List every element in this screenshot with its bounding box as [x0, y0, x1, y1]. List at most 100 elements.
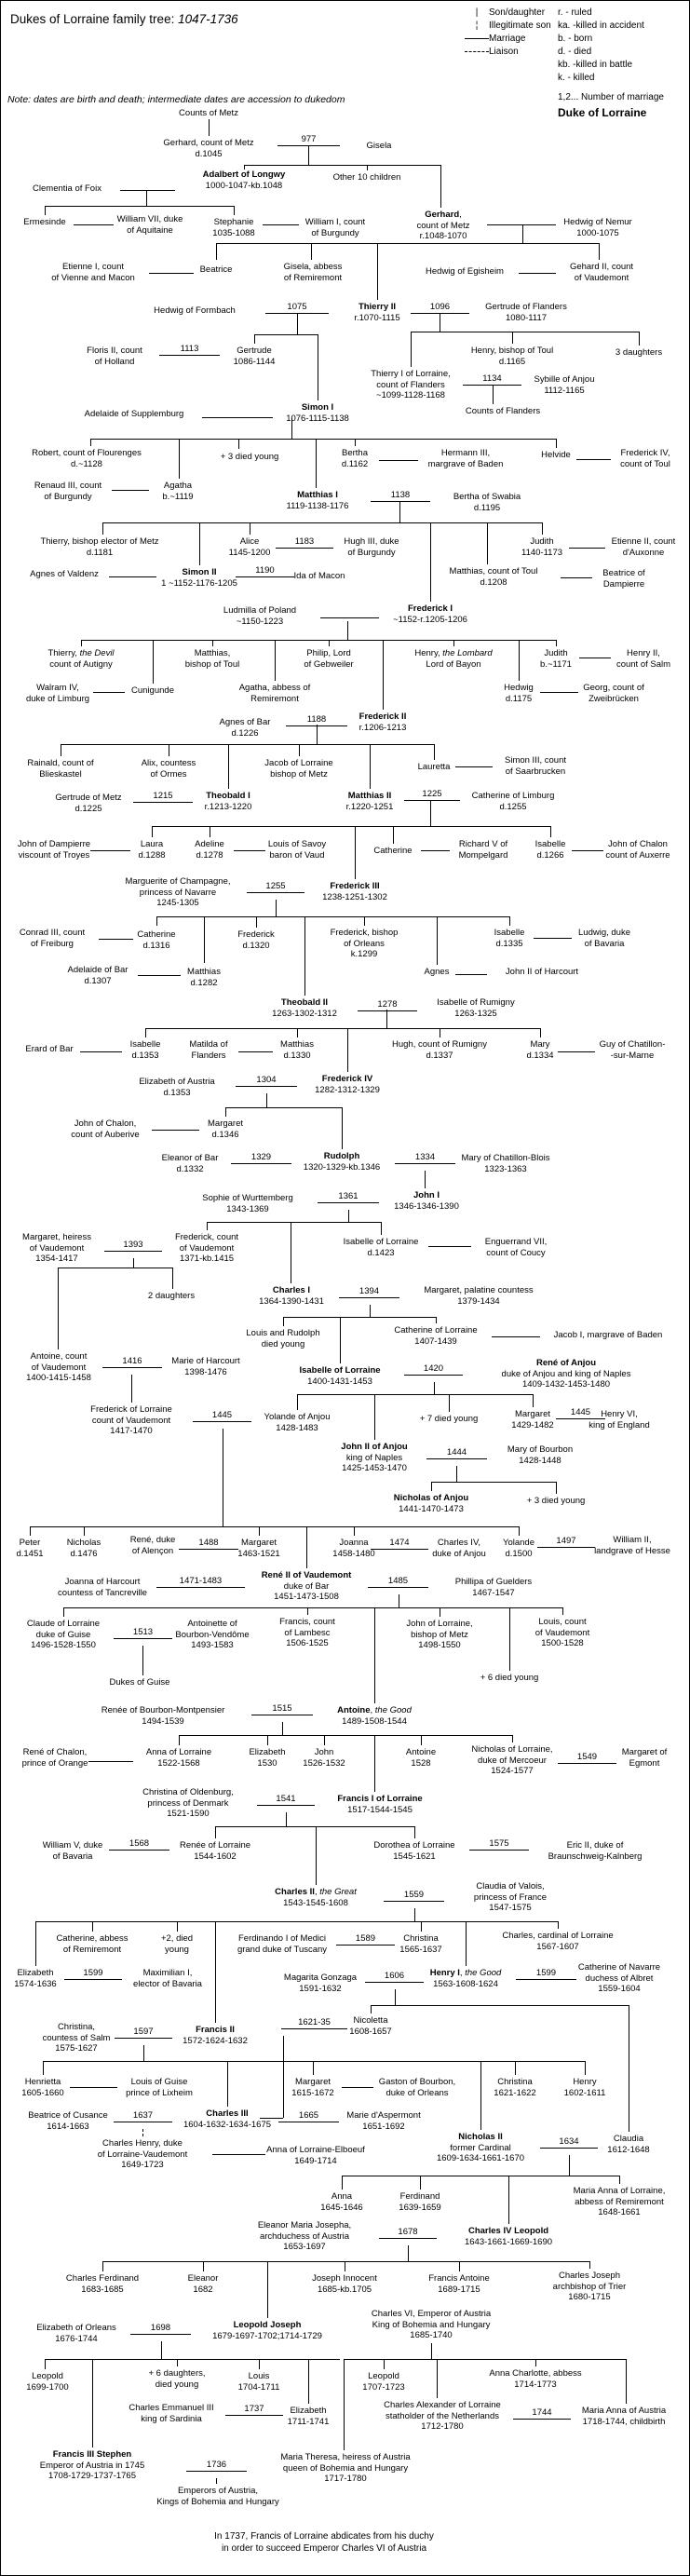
marriage-year-label: 1183 [292, 536, 317, 547]
person-node: Henry VI,king of England [589, 1409, 650, 1430]
child-tick [384, 2359, 385, 2369]
descent-line [131, 1375, 132, 1403]
descent-line [430, 801, 431, 826]
person-node: Christina of Oldenburg,princess of Denma… [142, 1787, 234, 1819]
child-tick [436, 1317, 437, 1323]
person-node: Adelaide of Supplemburg [84, 409, 184, 419]
sibling-bar [63, 1607, 562, 1608]
marriage-line [320, 617, 379, 618]
descent-line [297, 314, 298, 334]
child-tick [227, 2061, 228, 2107]
person-node: Clementia of Foix [33, 183, 101, 194]
child-tick [619, 2176, 620, 2184]
child-tick [179, 439, 180, 479]
marriage-line [534, 938, 572, 939]
child-tick [431, 1482, 432, 1491]
person-node: Marguerite of Champagne,princess of Nava… [125, 876, 231, 908]
marriage-year-label: 1744 [530, 2407, 554, 2418]
child-tick [512, 1735, 513, 1742]
illegitimate-line-icon: ¦ [475, 20, 479, 31]
child-tick [244, 165, 245, 169]
descent-line [493, 386, 494, 404]
child-tick [437, 916, 438, 965]
marriage-line [339, 1297, 399, 1298]
person-node: Gaston of Bourbon,duke of Orleans [378, 2077, 456, 2098]
child-tick [364, 916, 365, 926]
marriage-line [576, 459, 611, 460]
descent-line [143, 2045, 144, 2061]
child-tick [599, 243, 600, 260]
child-tick [81, 640, 82, 646]
marriage-line [455, 766, 493, 767]
marriage-line [404, 1375, 463, 1376]
person-node: Emperors of Austria,Kings of Bohemia and… [156, 2486, 279, 2507]
child-tick [519, 1526, 520, 1536]
marriage-line [225, 2415, 283, 2416]
marriage-line [149, 273, 194, 274]
child-tick [153, 640, 154, 684]
marriage-year-label: 1394 [357, 1286, 382, 1296]
child-tick [329, 640, 330, 646]
child-tick [313, 2061, 314, 2075]
marriage-year-label: 1361 [336, 1191, 360, 1201]
marriage-line [152, 1130, 199, 1131]
child-tick [172, 1268, 173, 1289]
sibling-bar [35, 1921, 558, 1922]
child-tick [304, 916, 305, 996]
marriage-line [395, 1163, 455, 1164]
person-node: 3 daughters [615, 347, 663, 358]
descent-line [370, 1305, 371, 1317]
marriage-year-label: 1559 [401, 1890, 426, 1900]
marriage-year-label: 1637 [130, 2110, 156, 2121]
marriage-line [247, 892, 304, 893]
person-node: + 6 daughters,died young [148, 2368, 206, 2390]
descent-line [283, 2036, 284, 2118]
marriage-year-label: 1304 [254, 1075, 278, 1085]
descent-line [317, 724, 318, 744]
descent-line [291, 418, 292, 439]
marriage-line-icon [465, 37, 489, 39]
child-tick [411, 332, 412, 367]
sibling-bar [61, 744, 434, 745]
child-tick [92, 2359, 93, 2447]
marriage-year-label: 1190 [253, 565, 277, 576]
marriage-year-label: 1393 [121, 1240, 145, 1250]
child-tick [589, 2261, 590, 2269]
marriage-year-label: 1634 [557, 2136, 581, 2147]
person-node: Agnes [424, 967, 450, 977]
marriage-line [487, 224, 556, 225]
child-tick [308, 2359, 309, 2404]
person-node: John of Chalon,count of Auberive [71, 1119, 140, 1140]
